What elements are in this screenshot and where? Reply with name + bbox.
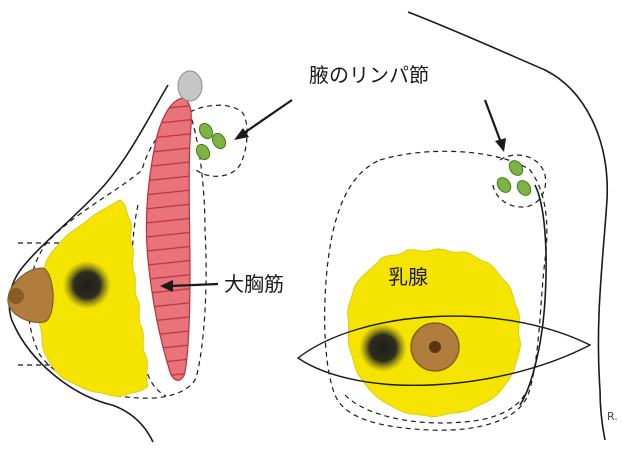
side-tumor	[63, 261, 111, 309]
front-nipple	[429, 341, 441, 353]
clavicle-bone	[178, 71, 202, 101]
lymph-arrow-right-head	[495, 138, 506, 152]
lymph-arrow-left-line	[244, 100, 292, 133]
label-axillary-lymph-nodes: 腋のリンパ節	[309, 63, 429, 87]
pectoralis-major-muscle	[146, 98, 191, 380]
front-tumor	[359, 324, 407, 372]
label-pectoralis-major: 大胸筋	[224, 272, 284, 296]
label-mammary-gland: 乳腺	[388, 265, 428, 289]
side-nipple	[8, 288, 24, 304]
side-lymph-node-3	[194, 142, 212, 162]
front-lymph-node-2	[494, 175, 513, 195]
artist-signature: R.	[607, 410, 618, 423]
side-view	[8, 71, 247, 442]
lymph-arrows	[234, 100, 506, 152]
front-lymph-node-3	[514, 178, 533, 198]
lymph-arrow-right-line	[485, 100, 500, 140]
